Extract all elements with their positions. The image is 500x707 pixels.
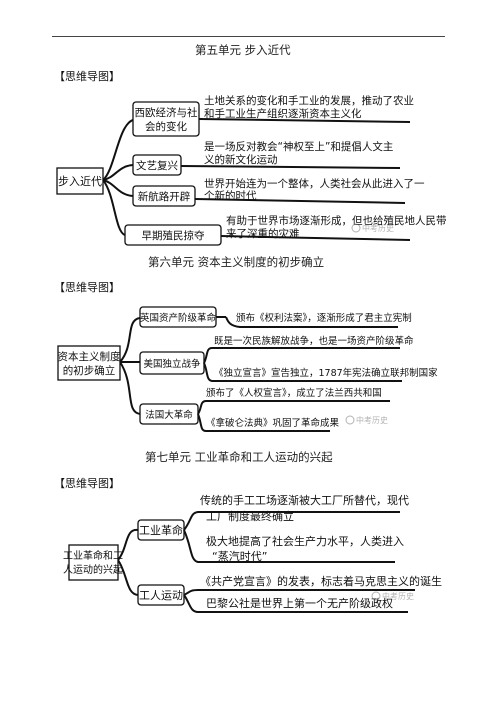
u6-branch-2-line-a: [203, 347, 400, 364]
unit-6-mindmap-tag: 【思维导图】: [54, 281, 120, 294]
watermark-icon: [351, 223, 361, 233]
u6-branch-1-label: 英国资产阶级革命: [140, 312, 217, 324]
u5-branch-1-line: [198, 118, 411, 123]
unit-7-title: 第七单元 工业革命和工人运动的兴起: [145, 450, 333, 464]
u7-branch-2-label: 工人运动: [139, 589, 183, 602]
u5-branch-3-text-l1: 世界开始连为一个整体，人类社会从此进入了一: [204, 177, 425, 190]
u6-branch-3-text-l1: 颁布了《人权宣言》，成立了法兰西共和国: [206, 387, 382, 399]
u7-branch-2-text-l2: 巴黎公社是世界上第一个无产阶级政权: [206, 596, 393, 610]
u6-branch-2-text-l1: 既是一次民族解放战争，也是一场资产阶级革命: [214, 335, 414, 347]
unit-5-mindmap-tag: 【思维导图】: [54, 70, 120, 83]
u6-center-label-l2: 的初步确立: [63, 364, 116, 377]
u5-branch-4-line: [220, 235, 411, 241]
u7-branch-2-line-b: [183, 594, 408, 613]
u5-branch-1-label-l2: 会的变化: [145, 120, 187, 133]
u5-branch-4-label: 早期殖民掠夺: [142, 229, 205, 242]
u5-connector-2: [102, 164, 134, 181]
u6-branch-2-label: 美国独立战争: [143, 358, 201, 370]
u5-connector-3: [102, 179, 134, 197]
u5-connector-4: [102, 179, 126, 236]
u5-branch-4-text-l1: 有助于世界市场逐渐形成，但也给殖民地人民带: [226, 214, 447, 227]
u6-branch-3-text-l2: 《拿破仑法典》巩固了革命成果: [206, 417, 340, 429]
watermark-text-3: 中考历史: [382, 591, 414, 601]
u5-branch-1-text-l1: 土地关系的变化和手工业的发展，推动了农业: [204, 94, 414, 107]
u7-branch-1-text-l4: “蒸汽时代”: [212, 549, 267, 563]
watermark-logo-3: 中考历史: [371, 591, 414, 601]
watermark-logo-1: 中考历史: [351, 223, 394, 233]
u5-branch-2-line: [180, 165, 401, 169]
u7-branch-1-text-l2: 工厂制度最终确立: [206, 509, 294, 523]
u7-branch-1-text-l1: 传统的手工工场逐渐被大工厂所替代，现代: [200, 493, 409, 507]
u5-branch-1-label-l1: 西欧经济与社: [135, 106, 198, 119]
u7-connector-2: [117, 559, 139, 596]
header-rule: [52, 36, 445, 37]
u7-branch-1-line-b: [183, 529, 395, 563]
u5-branch-3-label: 新航路开辟: [138, 190, 191, 203]
u5-branch-2-node: [132, 154, 182, 176]
u5-branch-3-line: [194, 198, 406, 204]
u6-center-label-l1: 资本主义制度: [58, 350, 121, 363]
u6-branch-1-line: [225, 316, 398, 328]
u6-branch-3-label: 法国大革命: [145, 409, 193, 421]
u6-connector-3: [119, 361, 141, 415]
u5-branch-2-text-l1: 是一场反对教会“神权至上”和提倡人文主: [204, 140, 393, 153]
u6-branch-2-text-l2: 《独立宣言》宣告独立，1787年宪法确立联邦制国家: [214, 367, 438, 379]
watermark-icon: [371, 591, 381, 601]
u6-branch-3-line-b: [197, 413, 330, 432]
unit-7-mindmap-tag: 【思维导图】: [54, 477, 120, 490]
u5-branch-2-label: 文艺复兴: [136, 159, 178, 172]
watermark-text-1: 中考历史: [362, 223, 394, 233]
u6-center-node: [57, 345, 121, 381]
u5-center-node: [56, 167, 104, 195]
u6-branch-1-text-l1: 颁布《权利法案》，逐渐形成了君主立宪制: [236, 312, 412, 324]
u5-branch-4-text-l2: 来了深重的灾难: [226, 227, 300, 240]
u7-center-node: [68, 544, 119, 581]
u5-branch-3-text-l2: 个新的时代: [204, 189, 257, 202]
u7-connector-1: [117, 528, 139, 561]
watermark-logo-2: 中考历史: [345, 415, 388, 425]
u5-branch-3-node: [132, 185, 196, 207]
unit-5-title: 第五单元 步入近代: [195, 43, 291, 57]
u7-branch-2-text-l1: 《共产党宣言》的发表，标志着马克思主义的诞生: [200, 574, 442, 588]
u7-branch-1-label: 工业革命: [139, 523, 183, 537]
watermark-icon: [345, 415, 355, 425]
u7-branch-2-line-a: [183, 589, 415, 596]
u6-branch-3-line-a: [197, 400, 390, 415]
u5-connector-1: [102, 119, 134, 181]
u6-branch-2-line-b: [203, 362, 402, 382]
u7-branch-1-text-l3: 极大地提高了社会生产力水平，人类进入: [206, 534, 404, 548]
u6-connector-1: [119, 317, 141, 363]
u5-branch-4-node: [124, 224, 222, 246]
u5-branch-1-text-l2: 和手工业生产组织逐渐资本主义化: [204, 107, 362, 120]
unit-6-title: 第六单元 资本主义制度的初步确立: [148, 255, 325, 269]
u7-center-label-l2: 人运动的兴起: [63, 563, 123, 576]
u7-branch-1-line-a: [183, 511, 400, 531]
watermark-text-2: 中考历史: [356, 415, 388, 425]
u7-center-label-l1: 工业革命和工: [63, 549, 123, 562]
u5-center-label: 步入近代: [58, 175, 102, 188]
u5-branch-2-text-l2: 义的新文化运动: [204, 153, 278, 166]
